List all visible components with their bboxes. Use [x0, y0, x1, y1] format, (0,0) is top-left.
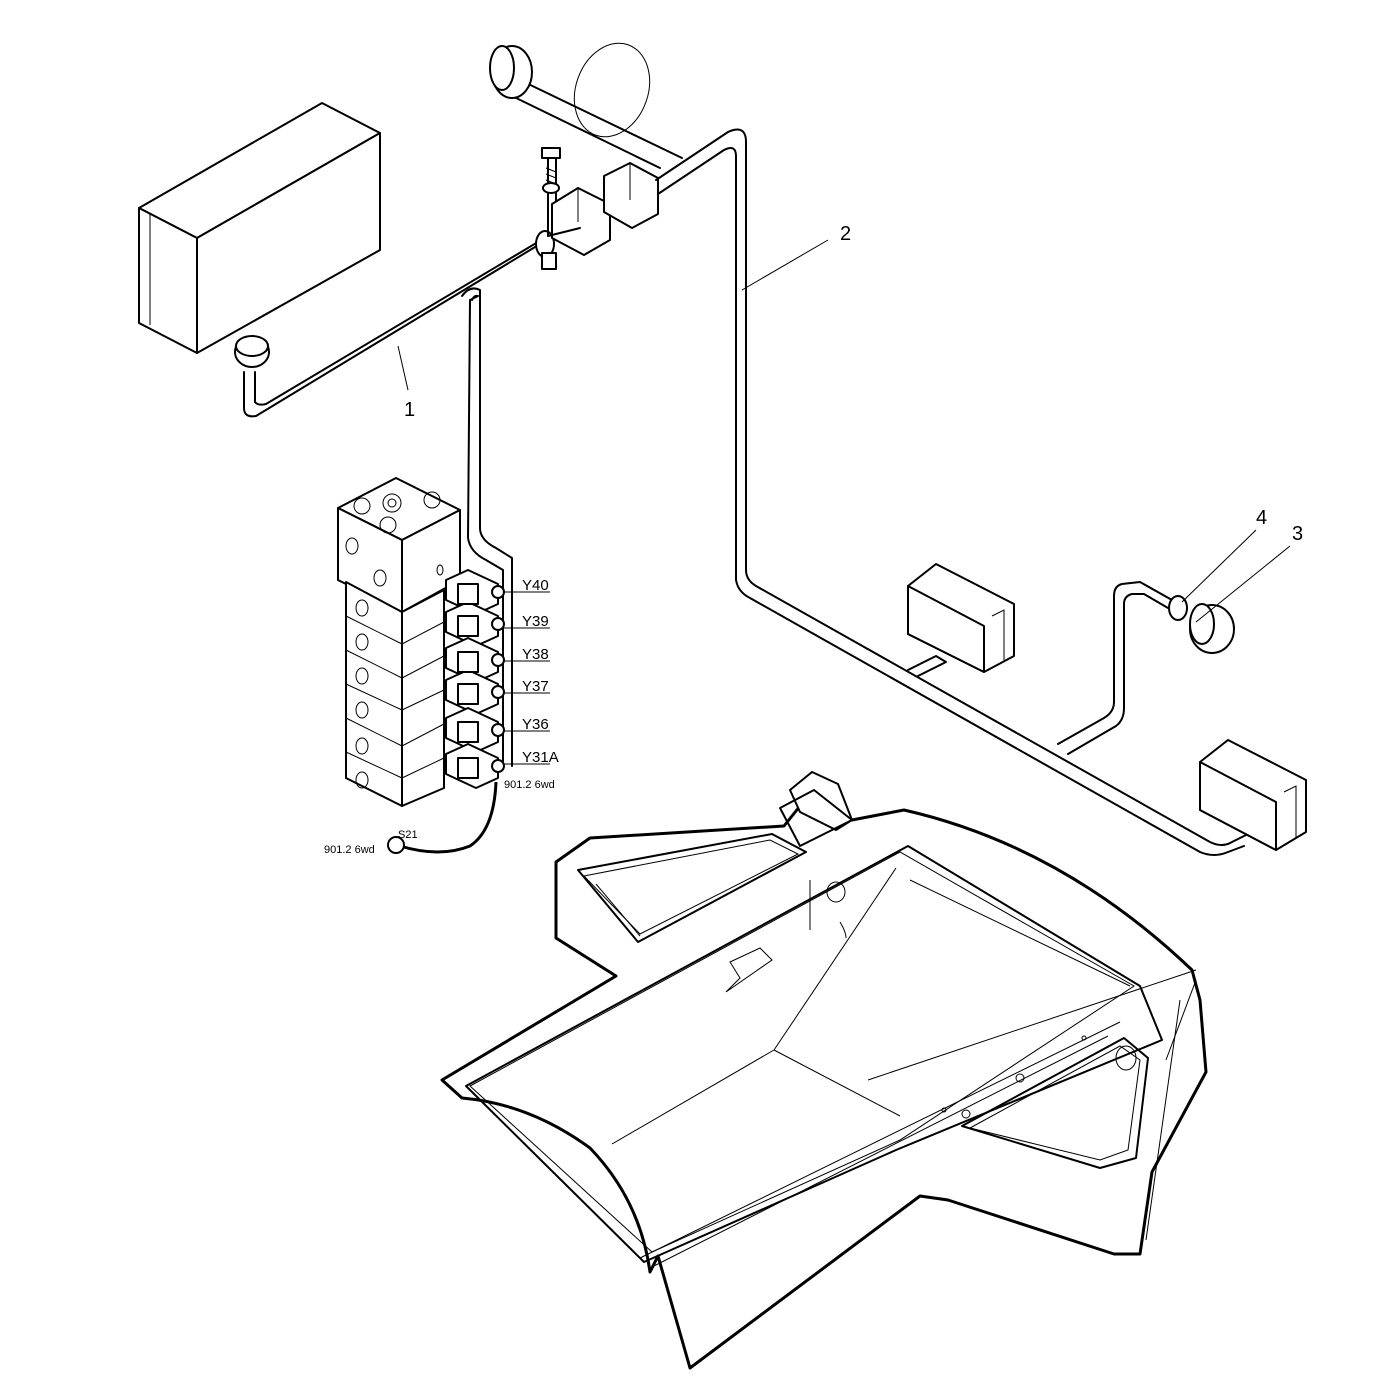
lamp-upper — [907, 563, 1015, 673]
callout-4: 4 — [1256, 507, 1267, 529]
valve-code-y37: Y37 — [522, 678, 549, 695]
valve-code-leaders — [504, 591, 550, 765]
callout-1: 1 — [404, 399, 415, 421]
connector-plug — [1168, 595, 1235, 654]
harness-2 — [655, 128, 1249, 856]
control-box — [138, 102, 381, 354]
valve-code-y38: Y38 — [522, 646, 549, 663]
sensor-connector-note: 901.2 6wd — [324, 844, 375, 856]
lamp-lower — [1199, 739, 1307, 851]
valve-block — [337, 477, 505, 854]
valve-code-y31a: Y31A — [522, 749, 559, 766]
solenoid-stack — [445, 569, 505, 789]
harness-1 — [234, 147, 659, 767]
valve-connector-note: 901.2 6wd — [504, 779, 555, 791]
callout-leaders — [397, 239, 1291, 623]
valve-code-y36: Y36 — [522, 716, 549, 733]
callout-3: 3 — [1292, 523, 1303, 545]
sensor-code: S21 — [398, 829, 418, 841]
top-cable — [489, 42, 683, 169]
chassis-platform — [440, 771, 1208, 1370]
callout-2: 2 — [840, 223, 851, 245]
valve-code-y39: Y39 — [522, 613, 549, 630]
valve-code-y40: Y40 — [522, 577, 549, 594]
